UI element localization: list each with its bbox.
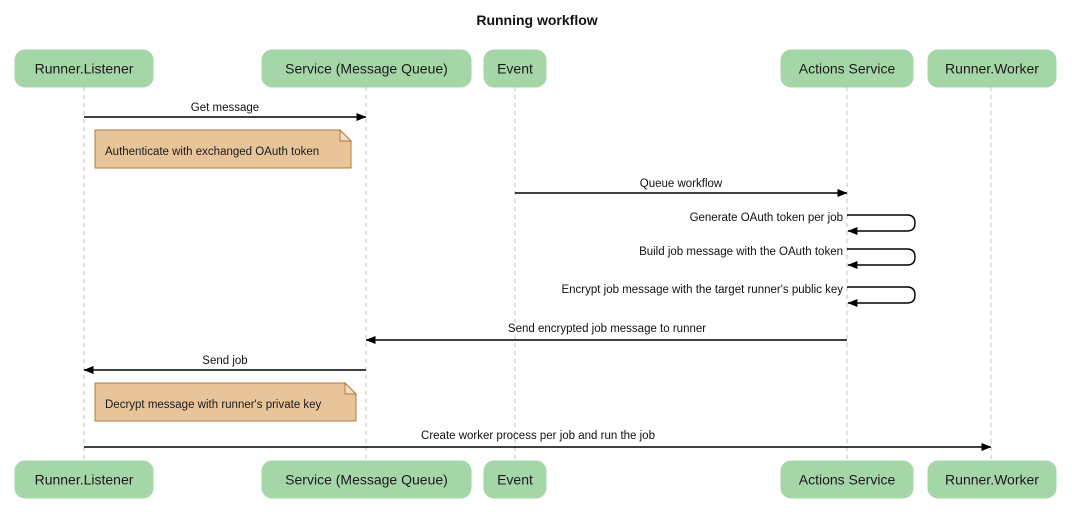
participant-runner-listener-top[interactable]: Runner.Listener <box>14 49 154 88</box>
participant-box <box>927 460 1057 499</box>
participant-box <box>14 49 154 88</box>
message-generate-oauth-token-per-job[interactable]: Generate OAuth token per job <box>690 212 916 235</box>
note-label: Authenticate with exchanged OAuth token <box>105 146 319 158</box>
participant-runner-worker-top[interactable]: Runner.Worker <box>927 49 1057 88</box>
self-loop-path <box>847 248 916 269</box>
message-create-worker-process-per-job-and-run-the-job[interactable]: Create worker process per job and run th… <box>84 430 992 451</box>
participant-label: Service (Message Queue) <box>285 61 448 77</box>
message-label: Send encrypted job message to runner <box>508 323 706 335</box>
message-send-encrypted-job-message-to-runner[interactable]: Send encrypted job message to runner <box>365 323 847 344</box>
note-body <box>94 129 352 169</box>
participant-event-bottom[interactable]: Event <box>483 460 547 499</box>
participant-actions-service-top[interactable]: Actions Service <box>780 49 914 88</box>
participant-event-top[interactable]: Event <box>483 49 547 88</box>
participant-service-message-queue-top[interactable]: Service (Message Queue) <box>261 49 472 88</box>
notes-layer: Authenticate with exchanged OAuth tokenD… <box>94 128 358 422</box>
lifelines-layer <box>83 87 992 461</box>
self-loop-path <box>847 286 916 307</box>
participant-label: Event <box>497 472 533 488</box>
message-get-message[interactable]: Get message <box>84 102 367 121</box>
participant-runner-worker-bottom[interactable]: Runner.Worker <box>927 460 1057 499</box>
note-fold-corner-icon <box>344 381 358 395</box>
message-label: Get message <box>191 102 259 114</box>
self-loop-path <box>847 214 916 235</box>
message-send-job[interactable]: Send job <box>83 355 366 374</box>
message-label: Send job <box>202 355 247 367</box>
participant-label: Event <box>497 61 533 77</box>
page-title: Running workflow <box>476 12 597 28</box>
message-queue-workflow[interactable]: Queue workflow <box>515 178 848 197</box>
participant-label: Actions Service <box>799 61 896 77</box>
participant-label: Runner.Worker <box>945 61 1039 77</box>
participant-box <box>14 460 154 499</box>
note-fold-corner-icon <box>339 128 353 142</box>
note-label: Decrypt message with runner's private ke… <box>105 399 322 411</box>
message-label: Queue workflow <box>640 178 723 190</box>
participant-actions-service-bottom[interactable]: Actions Service <box>780 460 914 499</box>
message-encrypt-job-message-with-the-target-runners-public-key[interactable]: Encrypt job message with the target runn… <box>561 284 916 307</box>
participant-box <box>780 49 914 88</box>
participant-box <box>483 460 547 499</box>
message-build-job-message-with-the-oauth-token[interactable]: Build job message with the OAuth token <box>639 246 916 269</box>
note-authenticate-with-exchanged-oauth-token: Authenticate with exchanged OAuth token <box>94 128 353 169</box>
participant-label: Runner.Listener <box>35 61 134 77</box>
message-label: Generate OAuth token per job <box>690 212 843 224</box>
participant-label: Actions Service <box>799 472 896 488</box>
participant-label: Service (Message Queue) <box>285 472 448 488</box>
participant-box <box>780 460 914 499</box>
note-body <box>94 382 357 422</box>
participant-runner-listener-bottom[interactable]: Runner.Listener <box>14 460 154 499</box>
note-decrypt-message-with-runners-private-key: Decrypt message with runner's private ke… <box>94 381 358 422</box>
message-label: Create worker process per job and run th… <box>421 430 655 442</box>
participant-box <box>927 49 1057 88</box>
participant-box <box>483 49 547 88</box>
participant-box <box>261 460 472 499</box>
participant-label: Runner.Worker <box>945 472 1039 488</box>
message-label: Build job message with the OAuth token <box>639 246 843 258</box>
participant-label: Runner.Listener <box>35 472 134 488</box>
participant-box <box>261 49 472 88</box>
participant-service-message-queue-bottom[interactable]: Service (Message Queue) <box>261 460 472 499</box>
message-label: Encrypt job message with the target runn… <box>561 284 843 296</box>
